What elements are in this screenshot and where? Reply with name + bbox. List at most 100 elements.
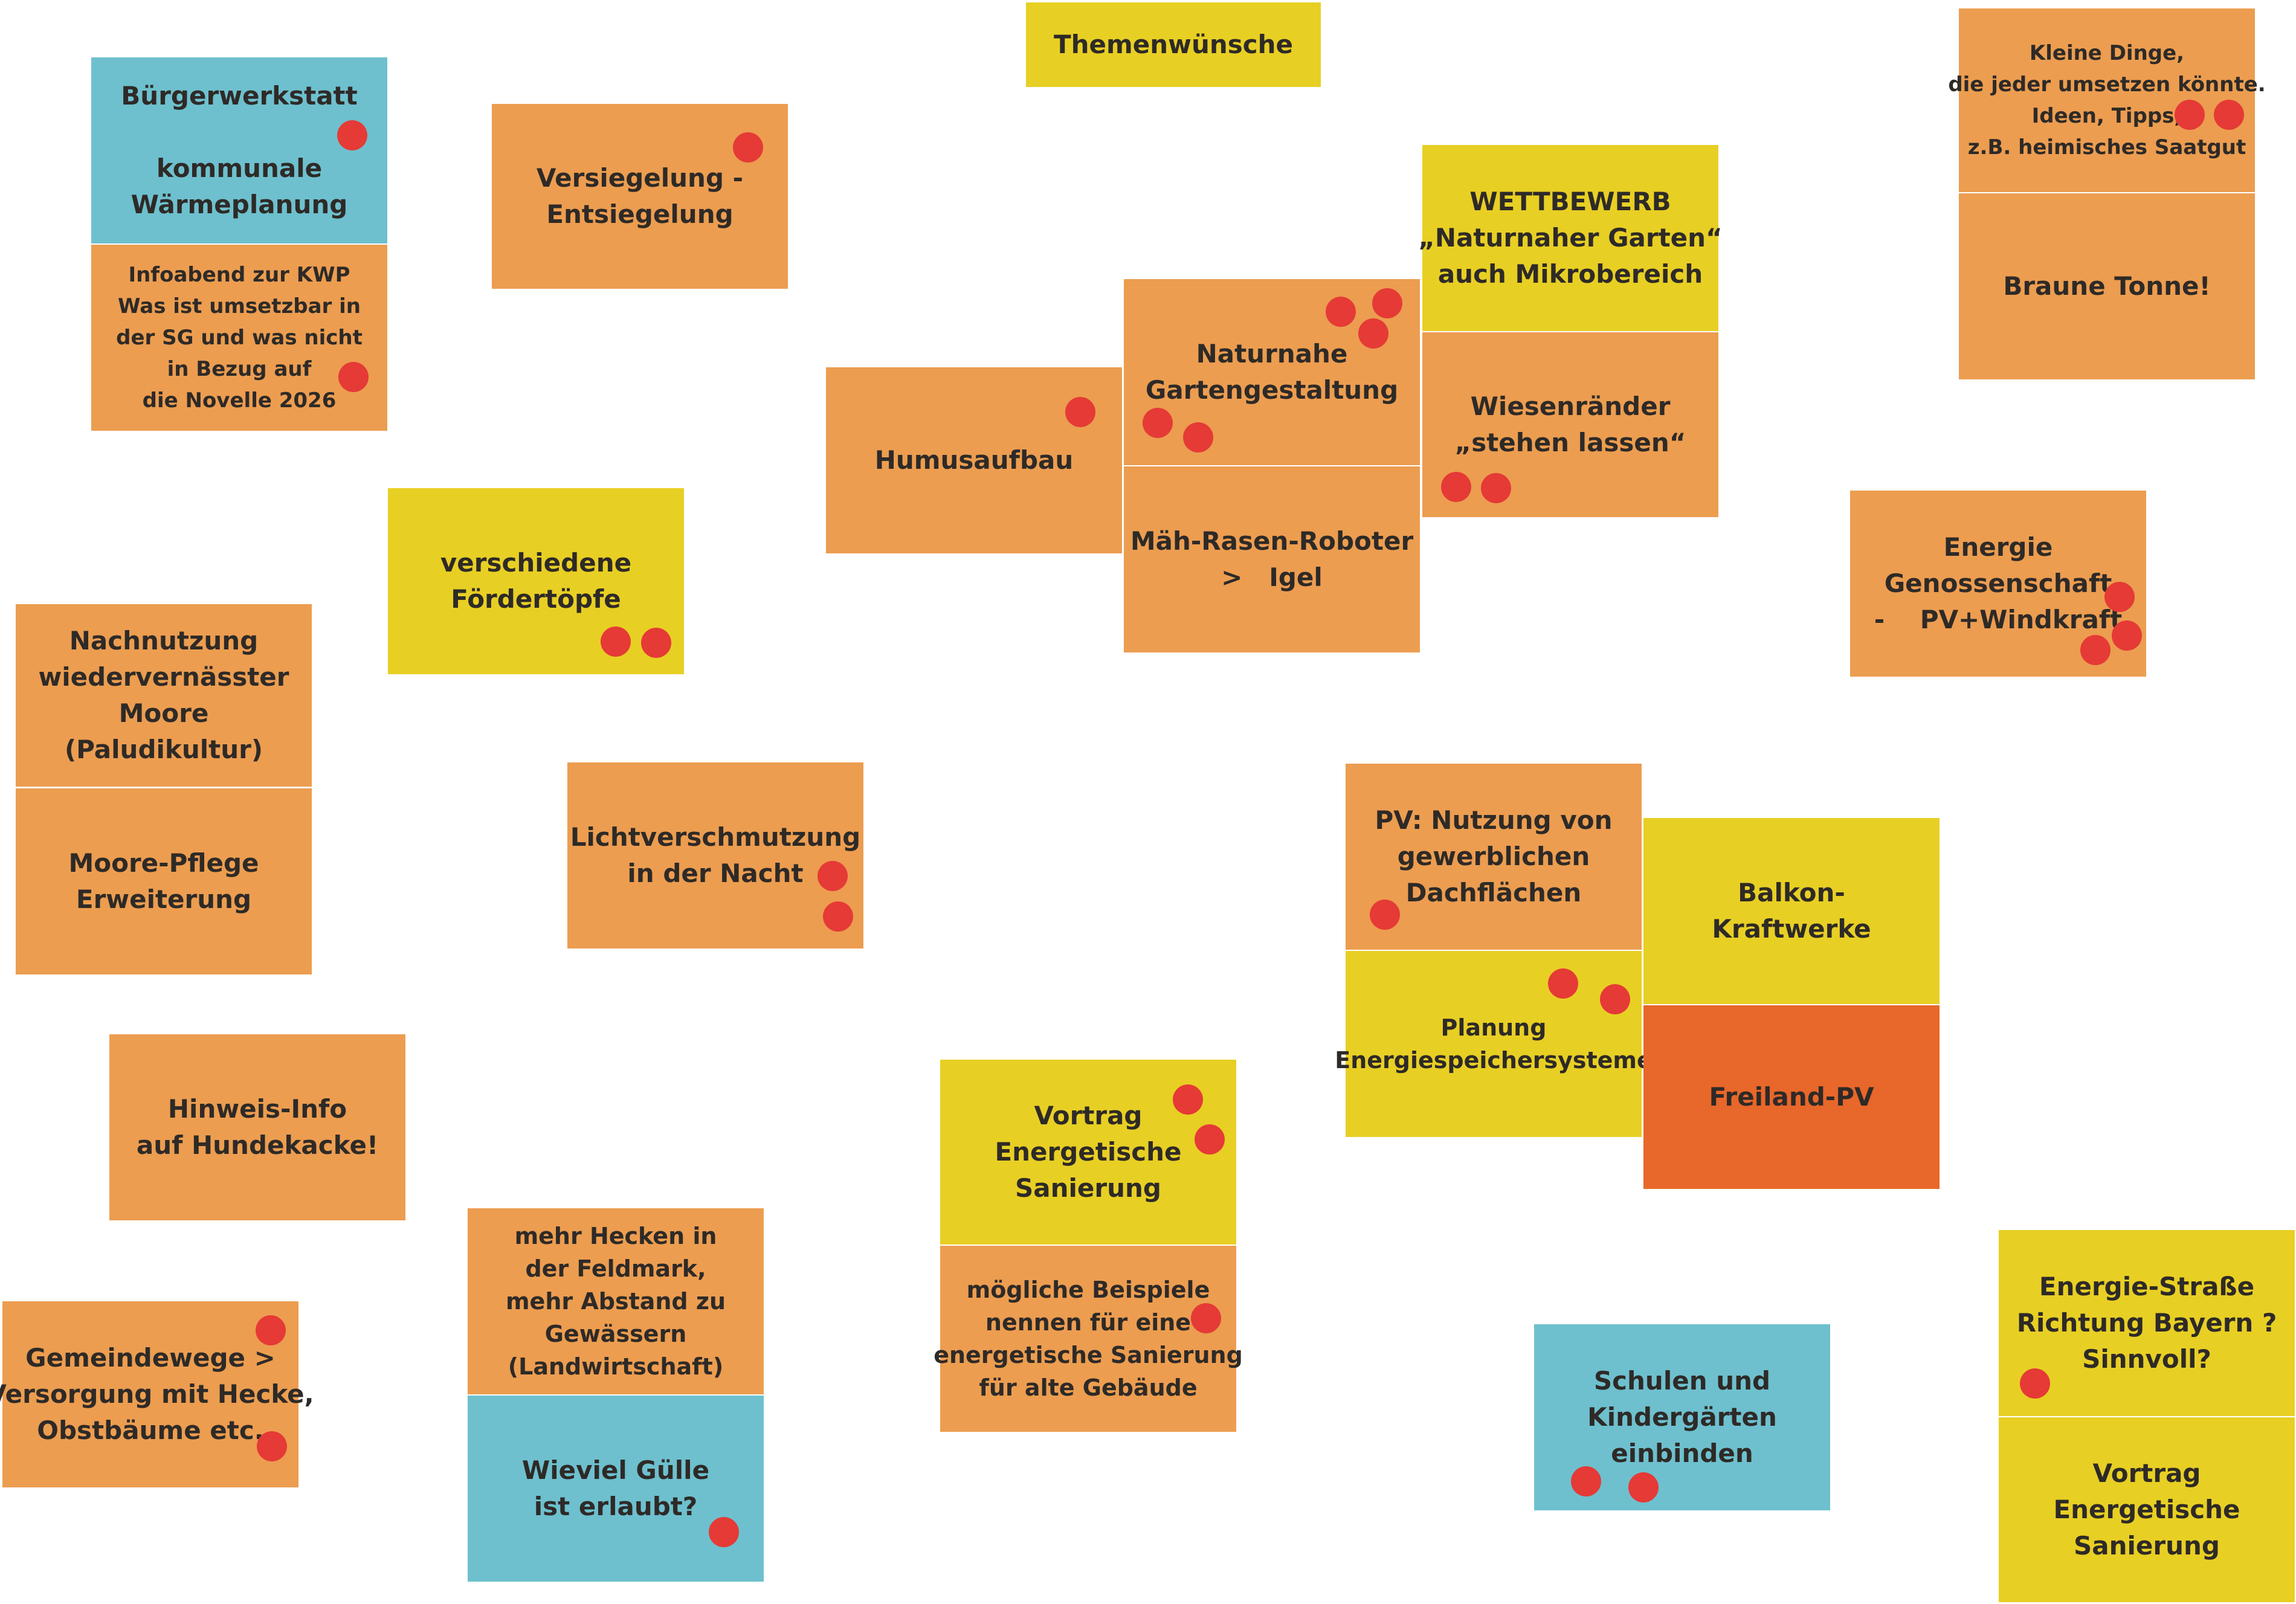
vote-dot: [1191, 1303, 1221, 1333]
vote-dot: [337, 120, 367, 150]
note-text-line: Naturnahe: [1196, 339, 1348, 369]
title-note-themenwuensche: Themenwünsche: [1026, 2, 1321, 87]
vote-dot: [1372, 288, 1402, 318]
note-text-line: „Naturnaher Garten“: [1418, 223, 1723, 253]
note-text-line: Kindergärten: [1587, 1402, 1777, 1432]
note-text-line: Energie: [1943, 532, 2053, 562]
note-text-line: Planung: [1440, 1014, 1547, 1041]
note-maeh-rasen-roboter: Mäh-Rasen-Roboter> Igel: [1124, 466, 1420, 652]
note-text-line: mehr Hecken in: [514, 1223, 717, 1249]
note-text-line: mehr Abstand zu: [505, 1288, 726, 1315]
note-text-line: Entsiegelung: [546, 199, 734, 229]
note-text-line: die Novelle 2026: [142, 388, 337, 413]
vote-dot: [2175, 100, 2205, 130]
note-text-line: WETTBEWERB: [1469, 187, 1671, 216]
note-text-line: ist erlaubt?: [534, 1492, 698, 1521]
note-text-line: Kleine Dinge,: [2029, 41, 2185, 65]
note-text-line: Kraftwerke: [1712, 914, 1871, 944]
note-text-line: Gewässern: [544, 1321, 687, 1347]
note-text-line: (Landwirtschaft): [508, 1353, 724, 1380]
vote-dot: [733, 132, 763, 163]
vote-dot: [1571, 1466, 1601, 1496]
note-text-line: kommunale: [156, 153, 323, 183]
note-text-line: Hinweis-Info: [167, 1094, 347, 1124]
note-text-line: einbinden: [1611, 1438, 1753, 1468]
note-text-line: energetische Sanierung: [934, 1342, 1243, 1368]
note-freiland-pv: Freiland-PV: [1643, 1005, 1940, 1189]
note-text-line: z.B. heimisches Saatgut: [1967, 135, 2246, 159]
note-text-line: Humusaufbau: [874, 445, 1074, 475]
note-text-line: mögliche Beispiele: [966, 1277, 1210, 1303]
vote-dot: [1600, 984, 1630, 1014]
vote-dot: [257, 1431, 287, 1461]
note-text-line: Obstbäume etc.: [37, 1416, 264, 1445]
vote-dot: [2112, 620, 2142, 651]
vote-dot: [338, 362, 369, 392]
vote-dot: [817, 861, 848, 891]
note-kleine-dinge: Kleine Dinge,die jeder umsetzen könnte.I…: [1948, 8, 2266, 192]
note-text-line: Schulen und: [1593, 1366, 1771, 1396]
note-braune-tonne: Braune Tonne!: [1959, 193, 2255, 379]
vote-dot: [1326, 297, 1356, 327]
note-text-line: Versiegelung -: [536, 163, 744, 193]
note-infoabend: Infoabend zur KWP Was ist umsetzbar in der…: [91, 245, 387, 431]
note-text-line: Energetische: [2053, 1495, 2240, 1524]
note-balkon-kraftwerke: Balkon- Kraftwerke: [1643, 818, 1940, 1004]
note-text-line: Fördertöpfe: [451, 584, 621, 614]
vote-dot: [2020, 1368, 2050, 1399]
note-gemeindewege: Gemeindewege >Versorgung mit Hecke,Obstb…: [0, 1301, 314, 1487]
note-text-line: Nachnutzung: [69, 626, 259, 655]
note-text-line: für alte Gebäude: [979, 1374, 1198, 1401]
vote-dot: [2214, 100, 2244, 130]
note-text-line: Wieviel Gülle: [521, 1455, 710, 1485]
note-text-line: > Igel: [1221, 562, 1323, 592]
vote-dot: [1195, 1124, 1225, 1155]
vote-dot: [1370, 900, 1400, 930]
note-text-line: Braune Tonne!: [2003, 271, 2211, 301]
note-text-line: gewerblichen: [1397, 842, 1590, 871]
vote-dot: [2080, 635, 2111, 665]
note-text-line: Wiesenränder: [1470, 391, 1671, 421]
note-text-line: Gartengestaltung: [1145, 375, 1399, 405]
note-text-line: in der Nacht: [627, 858, 804, 888]
vote-dot: [1065, 397, 1095, 427]
note-mehr-hecken: mehr Hecken in der Feldmark, mehr Abstand …: [468, 1208, 764, 1394]
vote-dot: [1143, 408, 1173, 438]
vote-dot: [601, 626, 631, 657]
note-text-line: Richtung Bayern ?: [2016, 1308, 2277, 1338]
note-humusaufbau: Humusaufbau: [826, 367, 1122, 553]
note-text-line: in Bezug auf: [167, 357, 312, 381]
note-text-line: Bürgerwerkstatt: [121, 81, 358, 111]
note-text-line: Sinnvoll?: [2082, 1344, 2211, 1374]
note-text-line: [235, 114, 244, 150]
note-text-line: Freiland-PV: [1709, 1082, 1874, 1112]
note-text-line: PV: Nutzung von: [1375, 805, 1613, 835]
note-text-line: Ideen, Tipps,: [2031, 104, 2182, 128]
note-text-line: der Feldmark,: [525, 1255, 706, 1282]
note-text-line: Infoabend zur KWP: [128, 263, 350, 287]
vote-dot: [709, 1517, 739, 1547]
note-text-line: Was ist umsetzbar in: [117, 294, 361, 318]
note-moegliche-beispiele: mögliche Beispiele nennen für eine energet…: [934, 1246, 1243, 1432]
note-text-line: Energie-Straße: [2039, 1272, 2255, 1301]
note-text-line: Gemeindewege >: [25, 1343, 276, 1373]
note-text-line: der SG und was nicht: [116, 326, 363, 350]
note-text-line: wiedervernässter: [38, 662, 289, 692]
note-text-line: Genossenschaft: [1884, 568, 2112, 598]
note-text-line: Moore: [118, 698, 209, 728]
note-text-line: Balkon-: [1738, 878, 1845, 907]
note-text-line: nennen für eine: [985, 1309, 1192, 1336]
vote-dot: [1628, 1472, 1659, 1503]
vote-dot: [1548, 968, 1578, 999]
note-text-line: Energiespeichersysteme: [1335, 1047, 1653, 1074]
vote-dot: [641, 628, 671, 658]
